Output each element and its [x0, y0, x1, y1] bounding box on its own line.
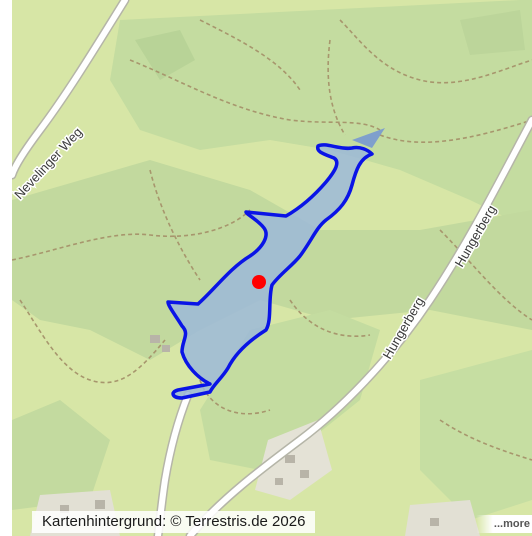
building: [285, 455, 295, 463]
settlement-area: [405, 500, 480, 536]
forest-area: [12, 400, 110, 510]
forest-area: [200, 310, 380, 470]
more-link[interactable]: ...more: [475, 515, 532, 533]
inlet-water: [352, 128, 385, 148]
footpaths: [12, 19, 532, 461]
lake-polygon[interactable]: [166, 143, 374, 400]
building: [275, 478, 283, 485]
map-canvas[interactable]: Nevelinger Weg Hungerberg Hungerberg: [12, 0, 532, 536]
building: [60, 505, 69, 513]
building: [300, 470, 309, 478]
map-view[interactable]: Nevelinger Weg Hungerberg Hungerberg Kar…: [12, 0, 532, 536]
location-marker[interactable]: [252, 275, 266, 289]
forest-area: [135, 30, 195, 80]
forest-area: [110, 0, 532, 230]
forest-area: [460, 10, 525, 55]
building: [95, 500, 105, 509]
attribution-text: Kartenhintergrund: © Terrestris.de 2026: [32, 511, 316, 533]
building: [430, 518, 439, 526]
building: [150, 335, 160, 343]
building: [162, 345, 170, 352]
roads: [12, 0, 532, 536]
forest-area: [420, 350, 532, 520]
